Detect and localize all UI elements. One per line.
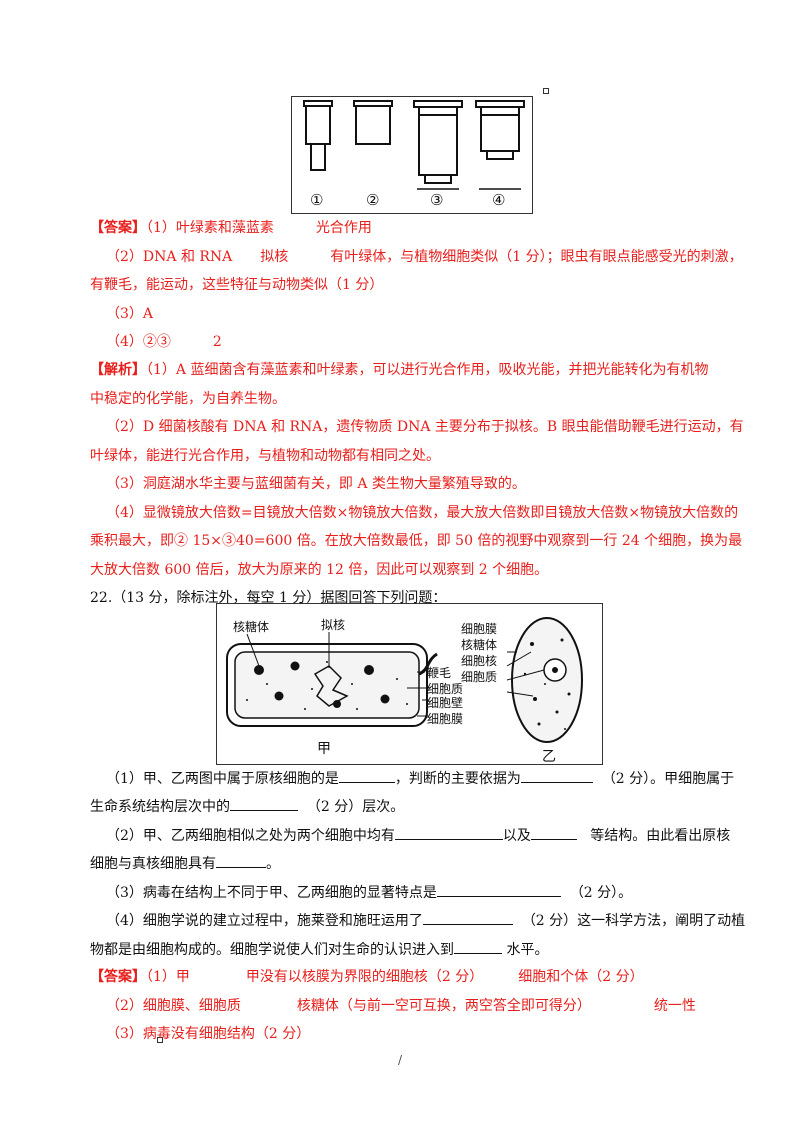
answer21-line4: （3）A <box>106 306 154 322</box>
answer-blank[interactable] <box>216 853 266 868</box>
q22-part1-line2: 生命系统结构层次中的 （2 分）层次。 <box>90 796 404 817</box>
analysis21-line8: 大放大倍数 600 倍后，放大为原来的 12 倍，因此可以观察到 2 个细胞。 <box>90 562 549 578</box>
answer21-line1: 【答案】（1）叶绿素和藻蓝素 光合作用 <box>90 220 372 236</box>
analysis21-line2: 中稳定的化学能，为自养生物。 <box>90 391 286 407</box>
answer21-line5: （4）②③ 2 <box>106 334 222 350</box>
q22-part2-line2: 细胞与真核细胞具有。 <box>90 853 280 874</box>
analysis21-line1: 【解析】（1）A 蓝细菌含有藻蓝素和叶绿素，可以进行光合作用，吸收光能，并把光能… <box>90 362 709 378</box>
analysis21-line4: 叶绿体，能进行光合作用，与植物和动物都有相同之处。 <box>90 448 440 464</box>
lens-label-1: ① <box>310 191 324 209</box>
answer-blank[interactable] <box>454 939 502 954</box>
analysis21-line5: （3）洞庭湖水华主要与蓝细菌有关，即 A 类生物大量繁殖导致的。 <box>106 476 526 492</box>
answer-blank[interactable] <box>530 825 577 840</box>
answer-tag: 【答案】 <box>90 969 146 985</box>
jia-label-cell-membrane: 细胞膜 <box>427 712 464 726</box>
analysis21-line6: （4）显微镜放大倍数=目镜放大倍数×物镜放大倍数，最大放大倍数即目镜放大倍数×物… <box>106 505 739 521</box>
eyepiece-1-lower <box>310 143 326 171</box>
jia-nucleoid <box>313 665 349 707</box>
yi-label-ribosome: 核糖体 <box>461 638 498 652</box>
corner-mark <box>157 1037 163 1043</box>
answer-blank[interactable] <box>436 882 561 897</box>
answer-blank[interactable] <box>338 768 395 783</box>
yi-label-cytoplasm: 细胞质 <box>461 670 498 684</box>
lens-label-4: ④ <box>492 191 506 209</box>
analysis21-line7: 乘积最大，即② 15×③40=600 倍。在放大倍数最低，即 50 倍的视野中观… <box>90 533 743 549</box>
q22-part1-line1: （1）甲、乙两图中属于原核细胞的是，判断的主要依据为 （2 分）。甲细胞属于 <box>106 768 734 789</box>
page-footer: / <box>398 1053 403 1067</box>
objective-3-body <box>418 106 458 176</box>
q22-part2-line1: （2）甲、乙两细胞相似之处为两个细胞中均有以及 等结构。由此看出原核 <box>106 825 730 846</box>
answer-tag: 【答案】 <box>90 220 146 236</box>
analysis21-line3: （2）D 细菌核酸有 DNA 和 RNA，遗传物质 DNA 主要分布于拟核。B … <box>106 419 744 435</box>
answer-blank[interactable] <box>394 825 503 840</box>
q22-part4-line2: 物都是由细胞构成的。细胞学说使人们对生命的认识进入到 水平。 <box>90 939 548 960</box>
yi-label-nucleus: 细胞核 <box>461 654 498 668</box>
answer21-line3: 有鞭毛，能运动，这些特征与动物类似（1 分） <box>90 277 384 293</box>
microscope-lens-figure: ① ② ③ ④ <box>291 96 533 214</box>
cell-diagram <box>226 617 583 743</box>
lens-label-3: ③ <box>430 191 444 209</box>
jia-label-cytoplasm: 细胞质 <box>427 682 464 696</box>
objective-4-tip <box>486 150 514 160</box>
objective-3-tip <box>424 174 452 184</box>
answer22-line3: （3）病毒没有细胞结构（2 分） <box>106 1026 311 1042</box>
eyepiece-2-body <box>355 105 391 145</box>
eyepiece-1-upper <box>305 105 331 145</box>
question22-header: 22.（13 分，除标注外，每空 1 分）据图回答下列问题： <box>90 590 447 606</box>
objective-4-body <box>480 106 520 152</box>
jia-ribosomes <box>246 661 408 710</box>
jia-caption: 甲 <box>317 741 331 757</box>
answer-blank[interactable] <box>422 910 513 925</box>
yi-caption: 乙 <box>542 749 556 765</box>
answer21-line2: （2）DNA 和 RNA 拟核 有叶绿体，与植物细胞类似（1 分）；眼虫有眼点能… <box>106 249 743 265</box>
corner-mark <box>543 88 549 94</box>
jia-label-flagellum: 鞭毛 <box>427 666 452 680</box>
jia-label-cell-wall: 细胞壁 <box>427 696 464 710</box>
cell-diagram-figure: 核糖体 拟核 鞭毛 细胞质 细胞壁 细胞膜 细胞膜 核糖体 细胞核 细胞质 甲 … <box>216 603 603 765</box>
jia-cell-wall <box>226 643 428 727</box>
jia-label-nucleoid: 拟核 <box>321 618 346 632</box>
yi-cell-membrane <box>511 617 583 743</box>
q22-part3: （3）病毒在结构上不同于甲、乙两细胞的显著特点是 （2 分）。 <box>106 882 632 903</box>
answer-blank[interactable] <box>230 796 298 811</box>
answer22-line1: 【答案】（1）甲 甲没有以核膜为界限的细胞核（2 分） 细胞和个体（2 分） <box>90 969 644 985</box>
lens-diagram <box>303 100 525 190</box>
answer22-line2: （2）细胞膜、细胞质 核糖体（与前一空可互换，两空答全即可得分） 统一性 <box>106 998 696 1014</box>
answer-blank[interactable] <box>520 768 593 783</box>
jia-label-ribosome: 核糖体 <box>233 620 270 634</box>
jia-flagellum <box>418 652 438 676</box>
lens-label-2: ② <box>366 191 380 209</box>
yi-ribosomes <box>523 638 571 730</box>
analysis-tag: 【解析】 <box>90 362 146 378</box>
yi-label-cell-membrane: 细胞膜 <box>461 622 498 636</box>
q22-part4-line1: （4）细胞学说的建立过程中，施莱登和施旺运用了 （2 分）这一科学方法，阐明了动… <box>106 910 745 931</box>
